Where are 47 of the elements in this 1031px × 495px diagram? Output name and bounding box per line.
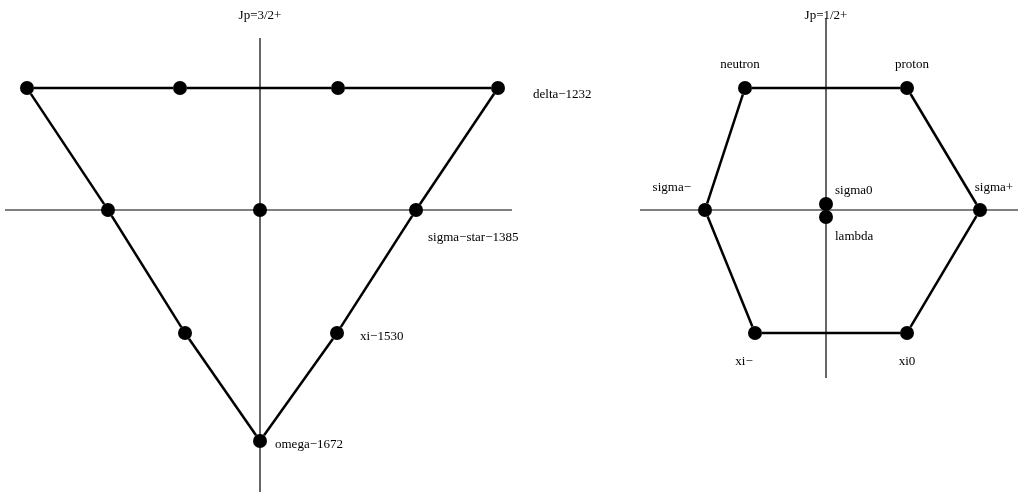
particle-label: sigma+ [974, 178, 1014, 194]
connector-line [339, 215, 414, 328]
connector-line [34, 86, 173, 90]
connector-line [752, 86, 900, 90]
particle-label: proton [895, 55, 929, 71]
dot [173, 81, 187, 95]
dot [330, 326, 344, 340]
particle-label: xi0 [898, 352, 916, 368]
dot [819, 210, 833, 224]
particle-label: omega−1672 [275, 435, 343, 451]
dot [491, 81, 505, 95]
dot [331, 81, 345, 95]
particle-label: delta−1232 [533, 85, 592, 101]
dot [973, 203, 987, 217]
particle-label: lambda [835, 227, 874, 243]
dot [253, 203, 267, 217]
connector-line [29, 93, 106, 205]
dot [409, 203, 423, 217]
particle-label: sigma− [652, 178, 691, 194]
particle-label: xi− [735, 352, 753, 368]
dot [748, 326, 762, 340]
multiplet-title: Jp=1/2+ [804, 6, 848, 22]
dot [101, 203, 115, 217]
particle-label: xi−1530 [360, 327, 404, 343]
connector-line [187, 86, 331, 90]
particle-label: sigma−star−1385 [428, 228, 519, 244]
dot [253, 434, 267, 448]
connector-line [110, 215, 183, 328]
connector-line [187, 338, 258, 436]
dot [900, 81, 914, 95]
connector-line [909, 215, 978, 328]
particle-label: neutron [720, 55, 760, 71]
dot [20, 81, 34, 95]
connector-line [706, 216, 754, 327]
connector-line [345, 86, 491, 90]
dot [178, 326, 192, 340]
dot [738, 81, 752, 95]
dot [698, 203, 712, 217]
connector-line [418, 93, 496, 205]
connector-line [706, 94, 744, 204]
connector-line [909, 93, 978, 205]
connector-line [263, 337, 334, 437]
dot [819, 197, 833, 211]
multiplet-title: Jp=3/2+ [238, 6, 282, 22]
particle-label: sigma0 [835, 181, 873, 197]
dot [900, 326, 914, 340]
connector-line [762, 331, 900, 335]
